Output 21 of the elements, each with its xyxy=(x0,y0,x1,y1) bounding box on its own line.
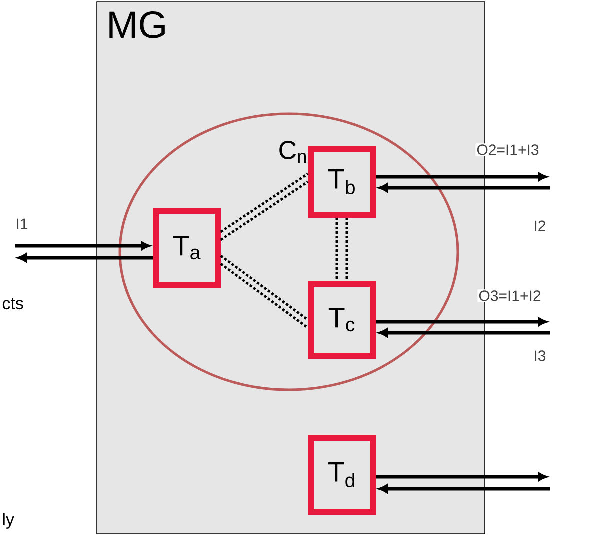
task-box: T$_{c}$ xyxy=(308,281,376,359)
double-dotted-line xyxy=(220,172,310,242)
arrow xyxy=(376,472,548,482)
task-box: T$_{a}$ xyxy=(153,208,221,288)
edge-label: I3 xyxy=(532,350,548,362)
cut-off-text: cts xyxy=(2,298,24,310)
arrow xyxy=(18,254,153,262)
arrow xyxy=(376,172,548,182)
edge-label: O2=I1+I3 xyxy=(476,144,540,156)
edge-label: I1 xyxy=(14,218,30,230)
arrow xyxy=(378,184,550,192)
double-dotted-line xyxy=(220,254,310,330)
task-box: T$_{b}$ xyxy=(308,146,376,218)
arrow xyxy=(15,242,150,250)
arrow xyxy=(376,318,548,326)
arrow xyxy=(378,328,550,338)
arrow xyxy=(378,484,550,494)
edge-label: I2 xyxy=(532,220,548,232)
cut-off-text: ly xyxy=(3,513,14,529)
task-box: T$_{d}$ xyxy=(308,435,376,515)
edge-label: O3=I1+I2 xyxy=(478,290,542,302)
